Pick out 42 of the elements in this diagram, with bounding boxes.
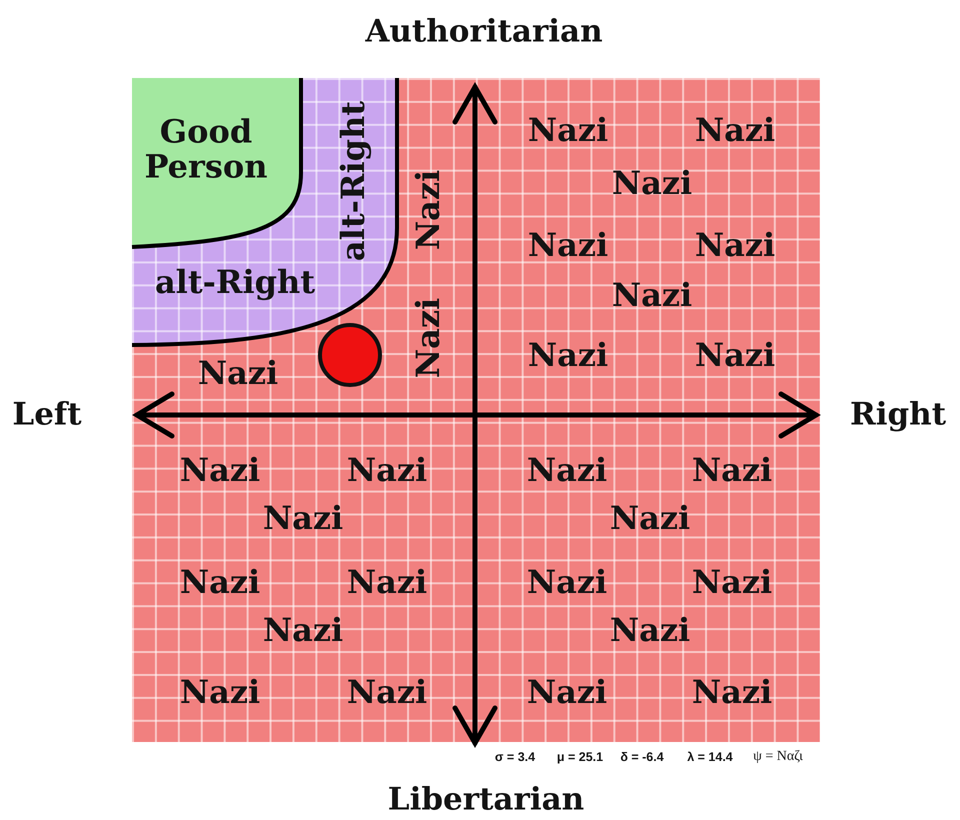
region-label: Nazi — [526, 676, 608, 708]
region-label: alt-Right — [337, 100, 369, 262]
circle-marker-icon — [318, 323, 382, 387]
corner-region — [132, 78, 304, 250]
region-label: Nazi — [528, 339, 608, 371]
axis-label: Authoritarian — [365, 16, 603, 48]
region-label: Nazi — [610, 502, 690, 534]
region-label: Nazi — [612, 279, 692, 311]
region-label: Nazi — [180, 676, 260, 708]
region-label: Nazi — [694, 339, 776, 371]
region-label: Nazi — [262, 502, 344, 534]
region-label: Nazi — [180, 454, 260, 486]
region-label: Nazi — [346, 454, 428, 486]
region-label: Nazi — [526, 454, 608, 486]
region-label: alt-Right — [154, 266, 316, 298]
region-label: Nazi — [346, 676, 428, 708]
region-label: Nazi — [694, 229, 776, 261]
region-label: Nazi — [528, 229, 608, 261]
region-label: Good Person — [144, 114, 268, 184]
region-label: Nazi — [526, 566, 608, 598]
statistic-label: λ = 14.4 — [687, 750, 733, 764]
statistic-label: δ = -6.4 — [620, 750, 664, 764]
region-label: Nazi — [412, 298, 444, 378]
axis-label: Right — [850, 400, 946, 430]
region-label: Nazi — [612, 167, 692, 199]
region-label: Nazi — [692, 566, 772, 598]
region-label: Nazi — [694, 114, 776, 146]
region-label: Nazi — [412, 170, 444, 250]
statistic-label: σ = 3.4 — [494, 750, 536, 764]
region-label: Nazi — [262, 614, 344, 646]
region-label: Nazi — [346, 566, 428, 598]
region-label: Nazi — [528, 114, 608, 146]
band-region — [132, 78, 400, 348]
statistic-label: μ = 25.1 — [556, 750, 604, 764]
region-label: Nazi — [692, 676, 772, 708]
region-label: Nazi — [198, 357, 278, 389]
region-label: Nazi — [692, 454, 772, 486]
axis-label: Libertarian — [388, 784, 584, 816]
statistic-label: ψ = Ναζι — [753, 750, 803, 764]
region-label: Nazi — [180, 566, 260, 598]
axis-label: Left — [12, 400, 82, 430]
region-label: Nazi — [610, 614, 690, 646]
